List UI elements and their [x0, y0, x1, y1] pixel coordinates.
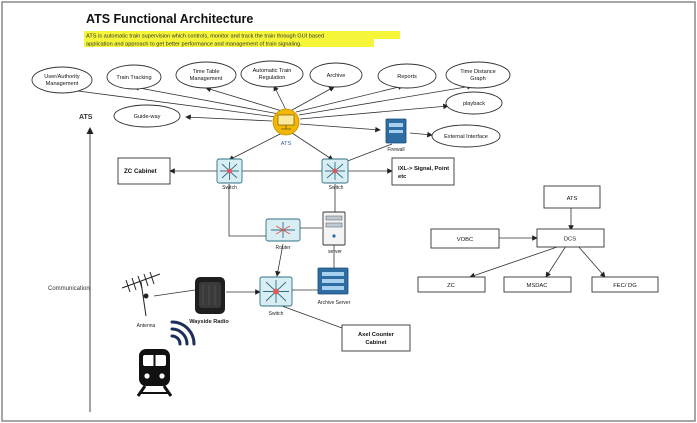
- axel-counter-cabinet-box: Axel Counter Cabinet: [341, 324, 411, 352]
- server-label: server: [328, 249, 342, 255]
- ats-connections: [54, 84, 473, 329]
- firewall-label: Firewall: [387, 147, 404, 153]
- server-node: server: [322, 211, 346, 255]
- right-vobc-box: VOBC: [430, 228, 500, 249]
- svg-text:etc: etc: [398, 174, 407, 180]
- svg-text:Management: Management: [190, 76, 223, 82]
- function-reports: Reports: [377, 63, 437, 89]
- switch-left-node: Switch: [216, 158, 243, 191]
- ixl-box: IXL-> Signal, Point etc: [391, 157, 455, 186]
- right-fec-box: FEC/ DG: [591, 276, 659, 293]
- right-msdac-box: MSDAC: [503, 276, 572, 293]
- axis-ats-label: ATS: [79, 114, 93, 121]
- subtitle-highlight-2: [84, 39, 374, 47]
- svg-text:Graph: Graph: [470, 76, 486, 82]
- switch-right-node: Switch: [321, 158, 349, 191]
- axis-communication-label: Communication: [48, 286, 90, 292]
- svg-text:Train Tracking: Train Tracking: [116, 75, 151, 81]
- antenna-label: Antenna: [137, 323, 156, 329]
- wayside-radio-label: Wayside Radio: [189, 319, 229, 325]
- svg-text:ATS: ATS: [567, 196, 578, 202]
- svg-text:Automatic Train: Automatic Train: [253, 68, 292, 74]
- svg-text:Time Distance: Time Distance: [460, 69, 496, 75]
- function-guide-way: Guide-way: [113, 104, 181, 128]
- function-playback: playback: [445, 91, 503, 115]
- svg-text:FEC/ DG: FEC/ DG: [613, 283, 637, 289]
- subtitle-line-1: ATS is automatic train supervision which…: [86, 34, 324, 40]
- svg-text:Cabinet: Cabinet: [365, 340, 386, 346]
- right-zc-box: ZC: [417, 276, 486, 293]
- firewall-node: Firewall: [385, 118, 407, 153]
- svg-text:MSDAC: MSDAC: [527, 283, 548, 289]
- svg-text:Guide-way: Guide-way: [134, 114, 161, 120]
- svg-text:External Interface: External Interface: [444, 134, 488, 140]
- train-icon: [136, 349, 173, 397]
- right-dcs-box: DCS: [536, 228, 605, 248]
- router-label: Router: [275, 245, 290, 251]
- svg-text:ZC Cabinet: ZC Cabinet: [124, 168, 157, 175]
- svg-text:Archive: Archive: [327, 73, 346, 79]
- function-user-authority: User/Authority Management: [31, 66, 93, 94]
- archive-server-node: Archive Server: [317, 267, 351, 306]
- svg-text:playback: playback: [463, 101, 485, 107]
- subtitle-line-2: application and approach to get better p…: [86, 42, 302, 48]
- svg-text:User/Authority: User/Authority: [44, 74, 80, 80]
- antenna-node: Antenna: [121, 271, 161, 329]
- switch-right-label: Switch: [329, 185, 344, 191]
- page-title: ATS Functional Architecture: [86, 12, 253, 26]
- archive-server-label: Archive Server: [318, 300, 351, 306]
- switch-bottom-label: Switch: [269, 311, 284, 317]
- svg-text:Regulation: Regulation: [259, 75, 286, 81]
- wifi-signal-icon: [170, 320, 196, 346]
- ats-label: ATS: [281, 141, 292, 147]
- svg-text:Management: Management: [46, 81, 79, 87]
- svg-text:IXL-> Signal, Point: IXL-> Signal, Point: [398, 166, 449, 172]
- antenna-icon: [121, 271, 161, 317]
- function-automatic-train-regulation: Automatic Train Regulation: [240, 60, 304, 88]
- svg-text:ZC: ZC: [447, 283, 455, 289]
- svg-text:Axel Counter: Axel Counter: [358, 332, 395, 338]
- function-external-interface: External Interface: [431, 124, 501, 148]
- function-train-tracking: Train Tracking: [106, 64, 162, 90]
- wayside-radio-node: Wayside Radio: [189, 277, 229, 325]
- subtitle-highlight-1: [84, 31, 400, 39]
- zc-cabinet-box: ZC Cabinet: [117, 157, 171, 185]
- function-time-distance-graph: Time Distance Graph: [445, 61, 511, 89]
- ats-node: ATS: [272, 108, 300, 147]
- svg-text:Reports: Reports: [397, 74, 417, 80]
- right-diagram: ATS VOBC DCS ZC MSDAC FEC/ DG: [417, 185, 659, 293]
- switch-left-label: Switch: [222, 185, 237, 191]
- switch-bottom-node: Switch: [259, 276, 293, 317]
- right-ats-box: ATS: [543, 185, 601, 209]
- svg-text:Time Table: Time Table: [192, 69, 219, 75]
- svg-text:DCS: DCS: [564, 237, 576, 243]
- router-node: Router: [265, 218, 301, 251]
- function-timetable-management: Time Table Management: [175, 61, 237, 89]
- svg-text:VOBC: VOBC: [457, 237, 473, 243]
- function-archive: Archive: [309, 62, 363, 88]
